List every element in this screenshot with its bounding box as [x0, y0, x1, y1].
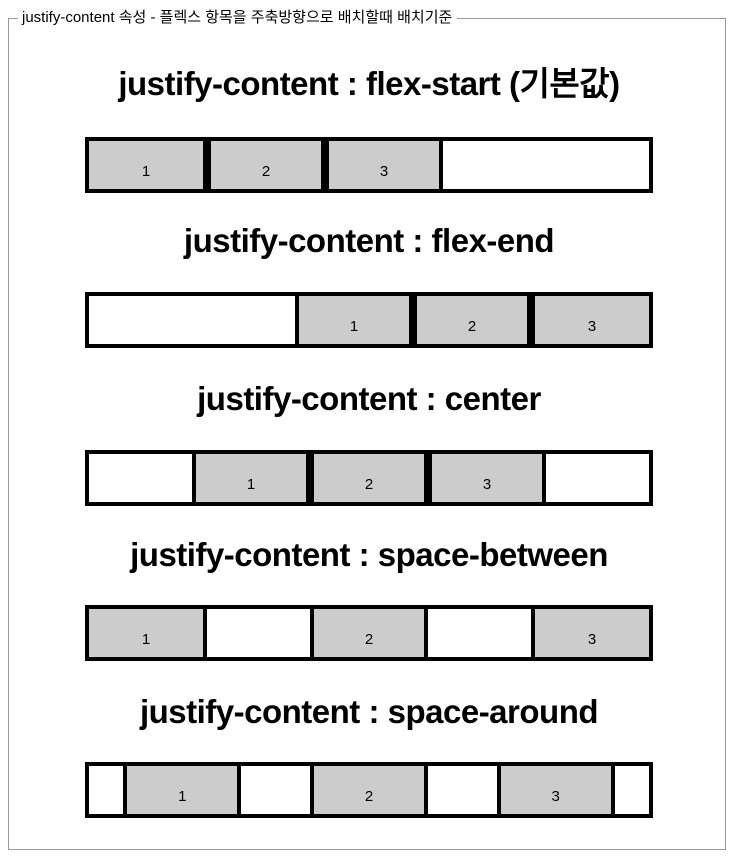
- flex-item-label: 2: [364, 630, 374, 648]
- flex-item: 1: [89, 609, 207, 657]
- flex-item-label: 1: [141, 162, 151, 180]
- flex-item-label: 3: [551, 787, 560, 805]
- flex-item: 3: [428, 454, 546, 502]
- flex-item: 3: [531, 609, 649, 657]
- flex-item: 3: [531, 296, 649, 344]
- section-title-flex-end: justify-content : flex-end: [183, 222, 555, 259]
- flex-item: 2: [310, 609, 428, 657]
- section-space-between: justify-content : space-between: [0, 535, 738, 575]
- flex-item: 2: [310, 454, 428, 502]
- flex-item-label: 1: [246, 475, 256, 493]
- flex-item: 1: [89, 141, 207, 189]
- fieldset-legend: justify-content 속성 - 플렉스 항목을 주축방향으로 배치할때…: [18, 8, 458, 28]
- flex-container-space-between: 1 2 3: [85, 605, 653, 661]
- section-center: justify-content : center: [0, 379, 738, 419]
- flex-item-label: 2: [261, 162, 271, 180]
- flex-item-label: 2: [364, 787, 374, 805]
- flex-item: 2: [207, 141, 325, 189]
- flex-item: 3: [325, 141, 443, 189]
- section-flex-end: justify-content : flex-end: [0, 221, 738, 261]
- section-title-flex-start: justify-content : flex-start (기본값): [118, 65, 620, 102]
- section-title-space-around: justify-content : space-around: [139, 693, 599, 730]
- flex-item-label: 3: [587, 317, 597, 335]
- flex-item: 2: [309, 766, 428, 814]
- flex-item: 1: [295, 296, 413, 344]
- flex-container-space-around: 1 2 3: [85, 762, 653, 818]
- flex-container-flex-end: 1 2 3: [85, 292, 653, 348]
- flex-item-label: 3: [379, 162, 389, 180]
- flex-container-center: 1 2 3: [85, 450, 653, 506]
- flex-container-flex-start: 1 2 3: [85, 137, 653, 193]
- flex-item-label: 2: [364, 475, 374, 493]
- section-space-around: justify-content : space-around: [0, 692, 738, 732]
- section-flex-start: justify-content : flex-start (기본값): [0, 64, 738, 104]
- flex-item-label: 1: [349, 317, 359, 335]
- flex-item: 1: [123, 766, 242, 814]
- flex-item-label: 1: [178, 787, 187, 805]
- flex-item: 3: [496, 766, 615, 814]
- section-title-center: justify-content : center: [197, 380, 541, 417]
- flex-item: 2: [413, 296, 531, 344]
- flex-item-label: 1: [141, 630, 151, 648]
- flex-item: 1: [192, 454, 310, 502]
- section-title-space-between: justify-content : space-between: [130, 536, 608, 573]
- flex-item-label: 3: [482, 475, 492, 493]
- flex-item-label: 2: [467, 317, 477, 335]
- flex-item-label: 3: [587, 630, 597, 648]
